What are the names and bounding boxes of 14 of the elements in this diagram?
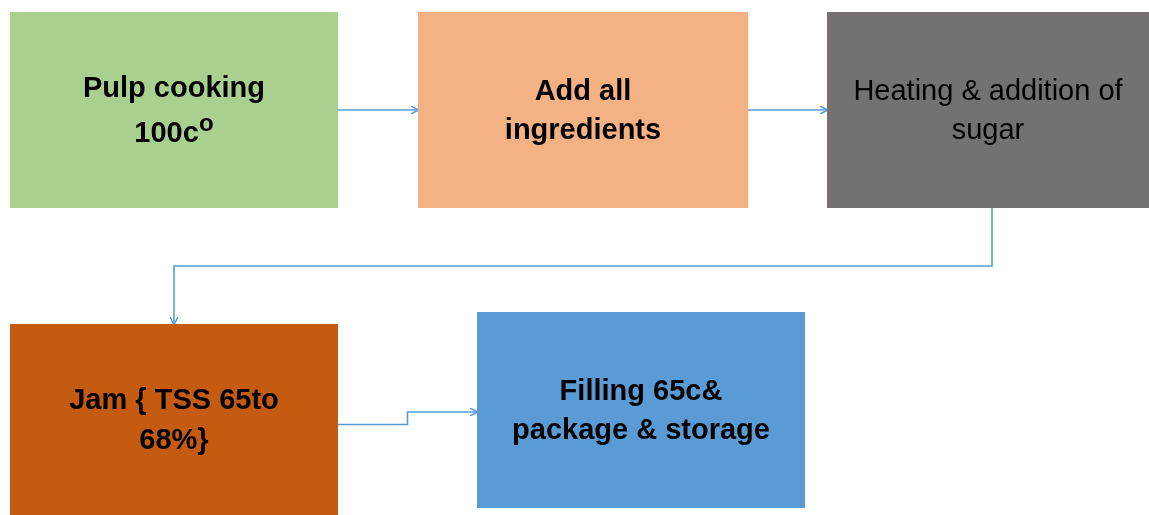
step-text: Heating & addition of sugar: [852, 72, 1124, 147]
step-text: Add all ingredients: [503, 72, 663, 147]
step-text: Filling 65c& package & storage: [511, 372, 771, 447]
process-box: [10, 12, 338, 208]
arrow: [169, 207, 993, 326]
arrow: [337, 105, 420, 115]
arrow: [747, 105, 829, 115]
arrow: [337, 407, 479, 426]
process-box: [10, 324, 338, 515]
step-text: Pulp cooking 100c$^{o}$: [81, 70, 267, 150]
step-text: Jam { TSS 65to 68%}: [68, 382, 280, 457]
process-box: [418, 12, 748, 208]
process-box: [827, 12, 1149, 208]
process-box: [477, 312, 805, 508]
